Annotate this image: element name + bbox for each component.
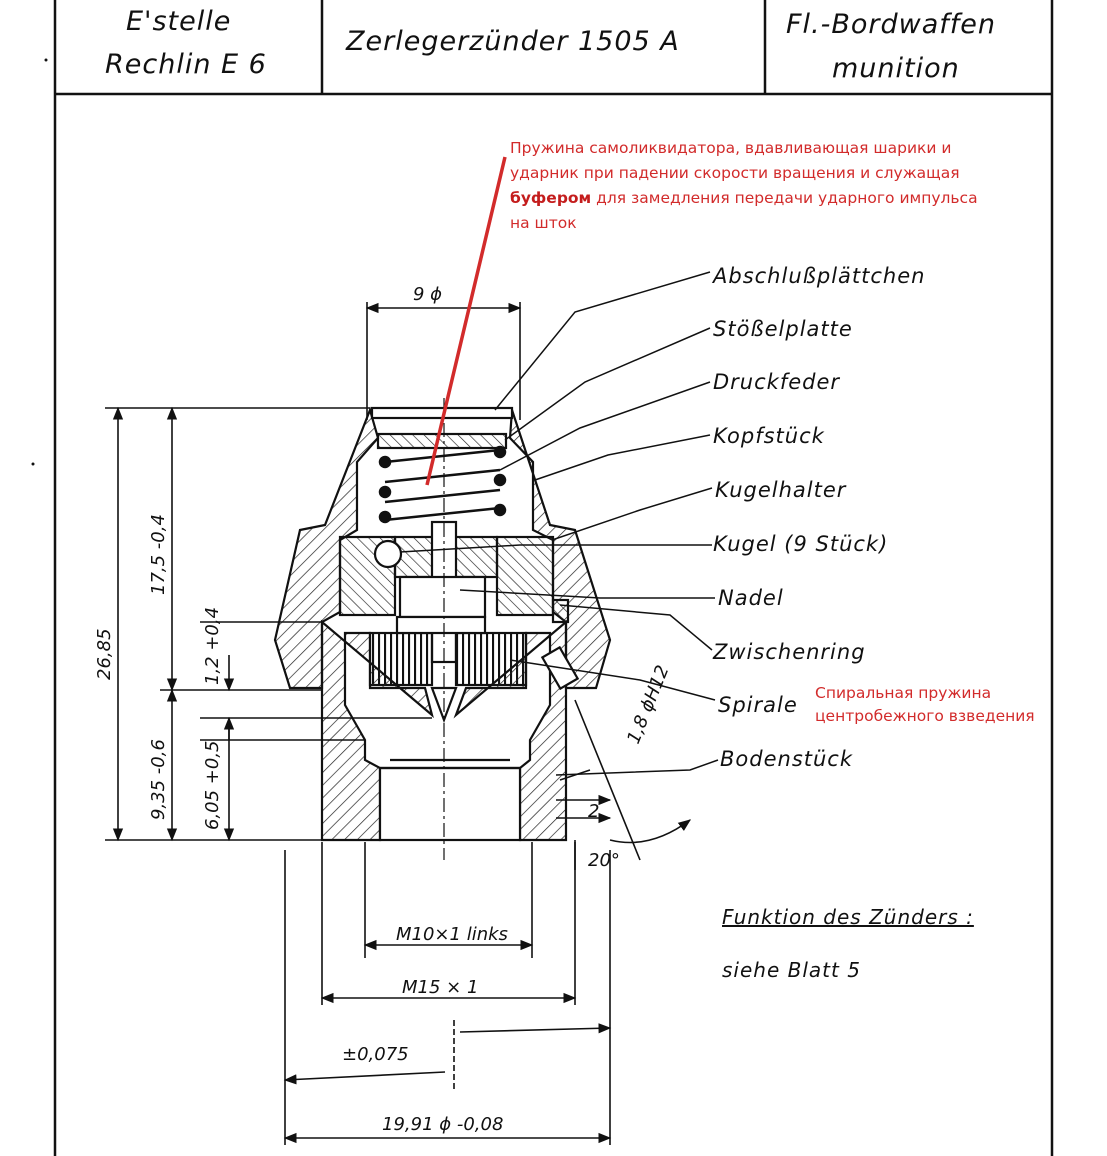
dim-diameter: 19,91 ϕ -0,08	[382, 1114, 503, 1135]
dim-top-width: 9 ϕ	[413, 284, 442, 305]
compression-spring	[378, 445, 507, 524]
dim-lower-b: 6,05 +0,5	[202, 740, 223, 830]
dim-angle: 20°	[588, 850, 620, 871]
title-left-line1: E'stelle	[126, 6, 231, 37]
title-left-line2: Rechlin E 6	[105, 49, 267, 80]
ball	[373, 539, 403, 569]
part-label: Stößelplatte	[713, 317, 853, 341]
part-label: Abschlußplättchen	[711, 264, 925, 288]
dimension-labels: 9 ϕ 26,85 17,5 -0,4 1,2 +0,4 9,35 -0,6 6…	[94, 284, 674, 1135]
dim-gap: 1,2 +0,4	[202, 607, 223, 685]
dim-thread-inner: M10×1 links	[396, 924, 508, 945]
function-heading: Funktion des Zünders :	[722, 905, 974, 929]
scan-dot	[31, 462, 35, 466]
dimension-lines	[105, 302, 692, 1145]
spring-annotation-text-end: для замедления передачи ударного импульс…	[510, 189, 978, 232]
dim-step: 2	[588, 801, 599, 822]
dim-thread-outer: M15 × 1	[402, 977, 478, 998]
spring-annotation-bold: буфером	[510, 189, 592, 207]
leader-lines	[399, 271, 719, 776]
dim-overall-height: 26,85	[94, 628, 115, 680]
part-label: Kugelhalter	[715, 478, 847, 502]
bottom-thread	[378, 766, 522, 842]
spiral-cap	[395, 615, 487, 635]
title-right-line2: munition	[832, 53, 960, 84]
part-label: Kopfstück	[713, 424, 825, 448]
sheet-frame	[53, 0, 1054, 1156]
dim-hole: 1,8 ϕH12	[623, 662, 673, 747]
lock-ring	[551, 598, 570, 624]
spring-annotation: Пружина самоликвидатора, вдавливающая ша…	[510, 136, 1000, 236]
dim-tolerance: ±0,075	[342, 1044, 409, 1065]
dim-lower-a: 9,35 -0,6	[148, 739, 169, 820]
part-label: Nadel	[718, 586, 784, 610]
function-reference: siehe Blatt 5	[722, 958, 861, 982]
dim-upper-height: 17,5 -0,4	[148, 514, 169, 595]
part-label: Kugel (9 Stück)	[713, 532, 888, 556]
title-center: Zerlegerzünder 1505 A	[345, 26, 680, 57]
punch-plate	[376, 432, 508, 450]
part-label: Zwischenring	[712, 640, 866, 664]
scan-dot	[44, 58, 48, 62]
fuze-cross-section	[273, 406, 612, 842]
part-label: Bodenstück	[720, 747, 853, 771]
part-label: Druckfeder	[713, 370, 840, 394]
part-label: Spirale	[718, 693, 798, 717]
spiral-annotation: Спиральная пружина центробежного взведен…	[815, 684, 1035, 725]
title-right-line1: Fl.-Bordwaffen	[786, 9, 996, 40]
spring-annotation-text: Пружина самоликвидатора, вдавливающая ша…	[510, 139, 960, 182]
annotation-pointer	[425, 156, 507, 486]
ball-holder-right	[495, 535, 555, 617]
needle-head	[398, 575, 487, 619]
part-label-group: Abschlußplättchen Stößelplatte Druckfede…	[711, 264, 925, 771]
